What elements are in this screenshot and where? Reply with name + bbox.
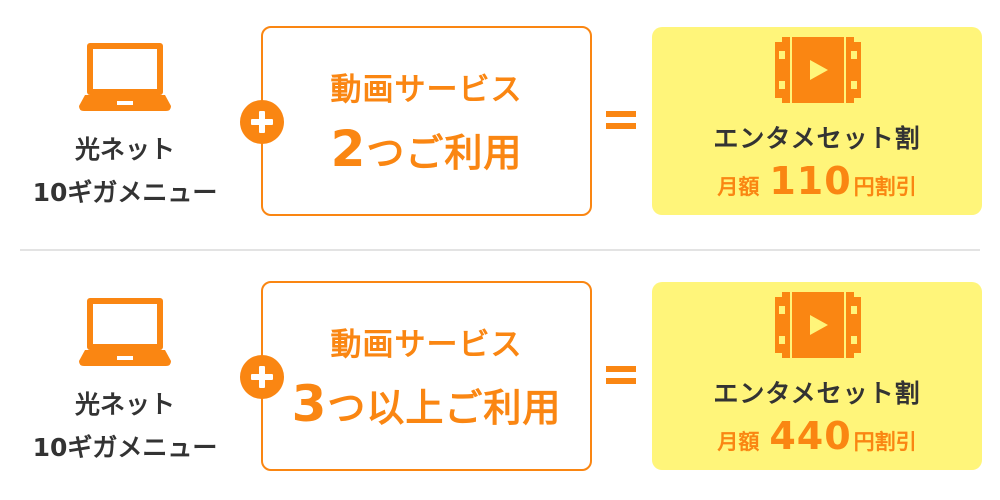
price-suffix: 円割引 xyxy=(853,430,917,454)
base-plan: 光ネット 10ギガメニュー xyxy=(20,281,230,471)
service-count-number: 2 xyxy=(330,120,367,178)
base-plan-label: 光ネット 10ギガメニュー xyxy=(20,383,230,469)
service-count: 2つご利用 xyxy=(263,120,590,178)
service-count-text: つ以上ご利用 xyxy=(327,386,562,430)
offer-price: 月額 440円割引 xyxy=(652,414,982,458)
price-suffix: 円割引 xyxy=(853,175,917,199)
plus-circle-icon xyxy=(240,355,284,399)
row-divider xyxy=(20,249,980,251)
offer-name: エンタメセット割 xyxy=(713,379,921,408)
plus-circle-icon xyxy=(240,100,284,144)
price-prefix: 月額 xyxy=(717,175,760,199)
equals-icon xyxy=(606,366,636,384)
service-count: 3つ以上ご利用 xyxy=(263,375,590,433)
laptop-icon xyxy=(79,298,171,366)
video-service-box: 動画サービス 3つ以上ご利用 xyxy=(261,281,592,471)
base-plan-line1: 光ネット xyxy=(74,390,175,419)
service-title: 動画サービス xyxy=(330,72,523,108)
offer-name: エンタメセット割 xyxy=(713,124,921,153)
discount-amount: 110 xyxy=(769,159,852,203)
equals-icon xyxy=(606,111,636,129)
service-count-number: 3 xyxy=(291,375,328,433)
discount-row-2-services: 光ネット 10ギガメニュー 動画サービス 2つご利用 エンタメセット割 月額 11… xyxy=(0,26,1000,216)
film-play-icon xyxy=(775,292,861,358)
video-service-box: 動画サービス 2つご利用 xyxy=(261,26,592,216)
offer-price: 月額 110円割引 xyxy=(652,159,982,203)
discount-row-3-services: 光ネット 10ギガメニュー 動画サービス 3つ以上ご利用 エンタメセット割 月額… xyxy=(0,281,1000,471)
offer-box: エンタメセット割 月額 110円割引 xyxy=(652,27,982,215)
price-prefix: 月額 xyxy=(717,430,760,454)
laptop-icon xyxy=(79,43,171,111)
offer-box: エンタメセット割 月額 440円割引 xyxy=(652,282,982,470)
film-play-icon xyxy=(775,37,861,103)
base-plan: 光ネット 10ギガメニュー xyxy=(20,26,230,216)
base-plan-line2: 10ギガメニュー xyxy=(32,178,218,207)
base-plan-label: 光ネット 10ギガメニュー xyxy=(20,128,230,214)
base-plan-line2: 10ギガメニュー xyxy=(32,433,218,462)
base-plan-line1: 光ネット xyxy=(74,135,175,164)
service-count-text: つご利用 xyxy=(366,131,523,175)
discount-amount: 440 xyxy=(769,414,852,458)
service-title: 動画サービス xyxy=(330,327,523,363)
